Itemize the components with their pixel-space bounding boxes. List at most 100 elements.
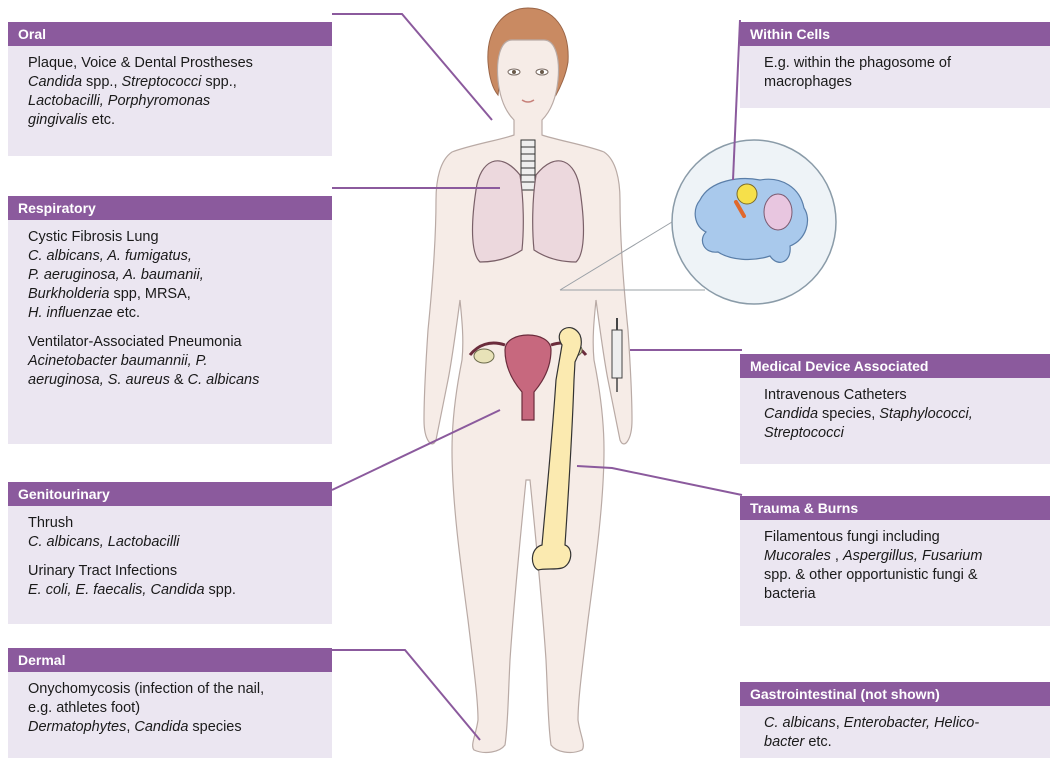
text: spp., <box>82 74 122 90</box>
italic-text: Enterobacter, Helico- <box>844 715 979 731</box>
text: Plaque, Voice & Dental Prostheses <box>28 55 253 71</box>
text: etc. <box>804 734 831 750</box>
text: species <box>188 719 241 735</box>
text: Urinary Tract Infections <box>28 563 177 579</box>
text-line: Plaque, Voice & Dental Prostheses <box>28 54 322 73</box>
italic-text: P. aeruginosa, A. baumanii, <box>28 267 204 283</box>
text: , <box>831 548 843 564</box>
respiratory-box: Respiratory Cystic Fibrosis Lung C. albic… <box>8 196 332 444</box>
text-line: spp. & other opportunistic fungi & <box>764 566 1040 585</box>
italic-text: Candida <box>28 74 82 90</box>
text-line: Lactobacilli, Porphyromonas <box>28 92 322 111</box>
text-line: bacteria <box>764 585 1040 604</box>
text: Cystic Fibrosis Lung <box>28 229 159 245</box>
within-cells-body: E.g. within the phagosome of macrophages <box>740 46 1050 100</box>
text: e.g. athletes foot) <box>28 700 140 716</box>
gastrointestinal-header: Gastrointestinal (not shown) <box>740 682 1050 706</box>
oral-header: Oral <box>8 22 332 46</box>
trauma-burns-header: Trauma & Burns <box>740 496 1050 520</box>
italic-text: C. albicans, Lactobacilli <box>28 534 180 550</box>
text: macrophages <box>764 74 852 90</box>
text: & <box>170 372 188 388</box>
italic-text: Acinetobacter baumannii, P. <box>28 353 208 369</box>
text: spp., <box>201 74 236 90</box>
text-line: E.g. within the phagosome of <box>764 54 1040 73</box>
text: etc. <box>113 305 140 321</box>
text-line: Mucorales , Aspergillus, Fusarium <box>764 547 1040 566</box>
text-line: bacter etc. <box>764 733 1040 752</box>
gastrointestinal-box: Gastrointestinal (not shown) C. albicans… <box>740 682 1050 758</box>
text: etc. <box>88 112 115 128</box>
text-line: Urinary Tract Infections <box>28 562 322 581</box>
text-line: C. albicans, A. fumigatus, <box>28 247 322 266</box>
text-line: Acinetobacter baumannii, P. <box>28 352 322 371</box>
text-line: C. albicans, Lactobacilli <box>28 533 322 552</box>
text: Filamentous fungi including <box>764 529 940 545</box>
text-line: e.g. athletes foot) <box>28 699 322 718</box>
italic-text: Mucorales <box>764 548 831 564</box>
text-line: Filamentous fungi including <box>764 528 1040 547</box>
text-line: Candida spp., Streptococci spp., <box>28 73 322 92</box>
text-line: Intravenous Catheters <box>764 386 1040 405</box>
connector-dermal <box>332 650 480 740</box>
text: spp. <box>205 582 236 598</box>
italic-text: aeruginosa, S. aureus <box>28 372 170 388</box>
italic-text: Aspergillus, Fusarium <box>843 548 982 564</box>
left-lung <box>473 161 524 262</box>
italic-text: Lactobacilli, Porphyromonas <box>28 93 210 109</box>
text: spp. & other opportunistic fungi & <box>764 567 978 583</box>
italic-text: bacter <box>764 734 804 750</box>
text-line: Cystic Fibrosis Lung <box>28 228 322 247</box>
genitourinary-uti: Urinary Tract Infections E. coli, E. faec… <box>28 562 322 600</box>
italic-text: Dermatophytes <box>28 719 126 735</box>
italic-text: E. coli, E. faecalis, Candida <box>28 582 205 598</box>
text-line: aeruginosa, S. aureus & C. albicans <box>28 371 322 390</box>
text-line: C. albicans, Enterobacter, Helico- <box>764 714 1040 733</box>
medical-device-box: Medical Device Associated Intravenous Ca… <box>740 354 1050 464</box>
text: Onychomycosis (infection of the nail, <box>28 681 264 697</box>
italic-text: C. albicans, A. fumigatus, <box>28 248 192 264</box>
genitourinary-header: Genitourinary <box>8 482 332 506</box>
italic-text: Streptococci <box>122 74 202 90</box>
text-line: Onychomycosis (infection of the nail, <box>28 680 322 699</box>
genitourinary-box: Genitourinary Thrush C. albicans, Lactoba… <box>8 482 332 624</box>
text: E.g. within the phagosome of <box>764 55 951 71</box>
text-line: gingivalis etc. <box>28 111 322 130</box>
italic-text: gingivalis <box>28 112 88 128</box>
text: Ventilator-Associated Pneumonia <box>28 334 242 350</box>
italic-text: C. albicans <box>188 372 260 388</box>
italic-text: H. influenzae <box>28 305 113 321</box>
italic-text: C. albicans <box>764 715 836 731</box>
gastrointestinal-body: C. albicans, Enterobacter, Helico-bacter… <box>740 706 1050 760</box>
text: Thrush <box>28 515 73 531</box>
text-line: Candida species, Staphylococci, <box>764 405 1040 424</box>
medical-device-header: Medical Device Associated <box>740 354 1050 378</box>
text: spp, MRSA, <box>109 286 190 302</box>
right-lung <box>533 161 584 262</box>
text-line: Streptococci <box>764 424 1040 443</box>
italic-text: Candida <box>134 719 188 735</box>
text: , <box>836 715 844 731</box>
text: species, <box>818 406 879 422</box>
text-line: macrophages <box>764 73 1040 92</box>
text: bacteria <box>764 586 816 602</box>
text-line: Burkholderia spp, MRSA, <box>28 285 322 304</box>
italic-text: Staphylococci, <box>879 406 973 422</box>
italic-text: Burkholderia <box>28 286 109 302</box>
respiratory-header: Respiratory <box>8 196 332 220</box>
trauma-burns-box: Trauma & Burns Filamentous fungi includi… <box>740 496 1050 626</box>
dermal-body: Onychomycosis (infection of the nail, e.g… <box>8 672 332 745</box>
text-line: Dermatophytes, Candida species <box>28 718 322 737</box>
text: Intravenous Catheters <box>764 387 907 403</box>
respiratory-cystic-fibrosis: Cystic Fibrosis Lung C. albicans, A. fumi… <box>28 228 322 323</box>
text-line: Ventilator-Associated Pneumonia <box>28 333 322 352</box>
text-line: Thrush <box>28 514 322 533</box>
dermal-header: Dermal <box>8 648 332 672</box>
within-cells-box: Within Cells E.g. within the phagosome o… <box>740 22 1050 108</box>
text-line: H. influenzae etc. <box>28 304 322 323</box>
italic-text: Candida <box>764 406 818 422</box>
